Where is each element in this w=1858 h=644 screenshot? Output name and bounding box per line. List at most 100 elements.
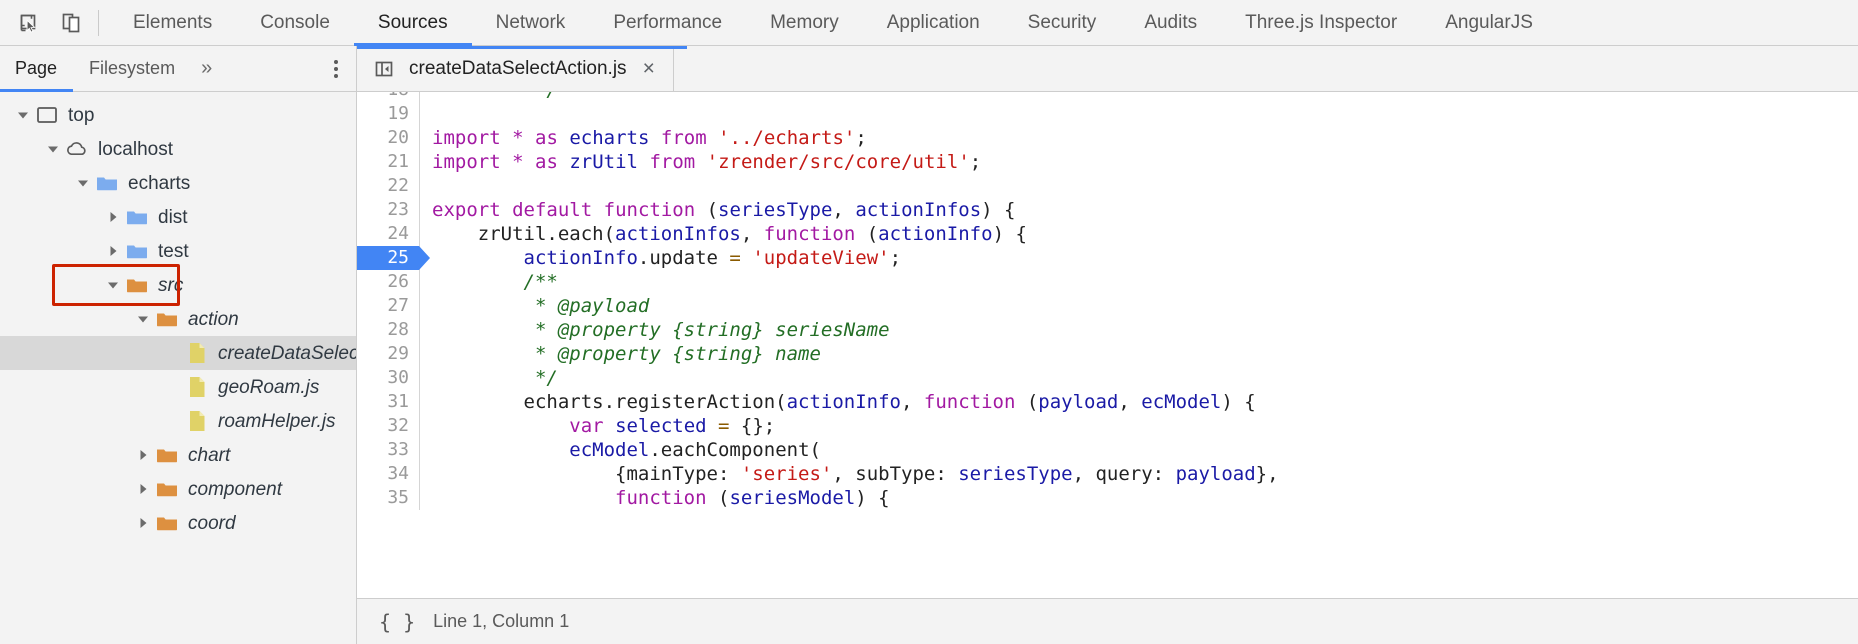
chevron-right-icon[interactable]: [132, 482, 154, 496]
tab-label: Sources: [377, 11, 448, 33]
line-number[interactable]: 28: [357, 318, 419, 342]
code-line: 30 */: [357, 366, 1858, 390]
tree-item-roamhelper-js[interactable]: roamHelper.js: [0, 404, 356, 438]
code-line: 28 * @property {string} seriesName: [357, 318, 1858, 342]
line-number[interactable]: 19: [357, 102, 419, 126]
tree-item-action[interactable]: action: [0, 302, 356, 336]
tree-item-label: echarts: [128, 172, 191, 194]
code-line: 22: [357, 174, 1858, 198]
code-line-text: import * as echarts from '../echarts';: [432, 127, 867, 149]
chevron-down-icon[interactable]: [12, 108, 34, 122]
chevron-right-icon[interactable]: [132, 516, 154, 530]
chevron-down-icon[interactable]: [42, 142, 64, 156]
tab-elements[interactable]: Elements: [109, 0, 236, 45]
tree-item-localhost[interactable]: localhost: [0, 132, 356, 166]
tree-item-coord[interactable]: coord: [0, 506, 356, 540]
code-line-text: {mainType: 'series', subType: seriesType…: [432, 463, 1279, 485]
code-line: 18 */: [357, 92, 1858, 102]
nav-overflow-chevron-icon[interactable]: »: [191, 46, 222, 91]
code-line: 34 {mainType: 'series', subType: seriesT…: [357, 462, 1858, 486]
folder-blue-icon: [94, 173, 120, 193]
tree-item-component[interactable]: component: [0, 472, 356, 506]
tab-performance[interactable]: Performance: [589, 0, 746, 45]
breakpoint-marker[interactable]: 25: [357, 246, 430, 270]
code-line-text: */: [432, 367, 558, 389]
line-number[interactable]: 24: [357, 222, 419, 246]
tree-item-label: roamHelper.js: [218, 410, 336, 432]
line-number[interactable]: 32: [357, 414, 419, 438]
code-line: 24 zrUtil.each(actionInfos, function (ac…: [357, 222, 1858, 246]
tab-audits[interactable]: Audits: [1120, 0, 1221, 45]
chevron-down-icon[interactable]: [102, 278, 124, 292]
line-number[interactable]: 34: [357, 462, 419, 486]
line-number[interactable]: 22: [357, 174, 419, 198]
code-line-text: echarts.registerAction(actionInfo, funct…: [432, 391, 1256, 413]
gutter-divider: [419, 126, 420, 150]
pretty-print-icon[interactable]: { }: [379, 609, 416, 634]
tree-item-test[interactable]: test: [0, 234, 356, 268]
inspect-element-icon[interactable]: [14, 8, 44, 38]
tree-item-echarts[interactable]: echarts: [0, 166, 356, 200]
tab-label: AngularJS: [1445, 11, 1533, 33]
line-number[interactable]: 27: [357, 294, 419, 318]
gutter-divider: [419, 294, 420, 318]
frame-icon: [34, 105, 60, 125]
tree-item-chart[interactable]: chart: [0, 438, 356, 472]
line-number[interactable]: 26: [357, 270, 419, 294]
folder-orange-icon: [154, 309, 180, 329]
tab-memory[interactable]: Memory: [746, 0, 863, 45]
toggle-navigator-icon[interactable]: [373, 58, 395, 80]
tab-security[interactable]: Security: [1004, 0, 1121, 45]
line-number[interactable]: 29: [357, 342, 419, 366]
close-icon[interactable]: ×: [642, 57, 655, 80]
code-line: 31 echarts.registerAction(actionInfo, fu…: [357, 390, 1858, 414]
tab-threejs-inspector[interactable]: Three.js Inspector: [1221, 0, 1421, 45]
chevron-down-icon[interactable]: [72, 176, 94, 190]
file-js-icon: [184, 375, 210, 399]
chevron-right-icon[interactable]: [102, 244, 124, 258]
line-number[interactable]: 18: [357, 92, 419, 102]
folder-orange-icon: [154, 479, 180, 499]
chevron-right-icon[interactable]: [132, 448, 154, 462]
panel-tabs: Elements Console Sources Network Perform…: [109, 0, 1858, 46]
tree-item-georoam-js[interactable]: geoRoam.js: [0, 370, 356, 404]
tree-item-label: src: [158, 274, 184, 296]
line-number[interactable]: 31: [357, 390, 419, 414]
line-number[interactable]: 30: [357, 366, 419, 390]
tree-item-dist[interactable]: dist: [0, 200, 356, 234]
code-line-text: [420, 174, 432, 198]
tree-item-src[interactable]: src: [0, 268, 356, 302]
tree-item-label: geoRoam.js: [218, 376, 320, 398]
more-options-icon[interactable]: [316, 46, 356, 91]
line-number[interactable]: 21: [357, 150, 419, 174]
panel-body: Page Filesystem » top localhost echarts dis…: [0, 46, 1858, 644]
toolbar-divider: [98, 9, 99, 36]
line-number[interactable]: 23: [357, 198, 419, 222]
tab-network[interactable]: Network: [472, 0, 590, 45]
tree-item-top[interactable]: top: [0, 98, 356, 132]
code-line: 19: [357, 102, 1858, 126]
line-number[interactable]: 20: [357, 126, 419, 150]
file-js-icon: [184, 341, 210, 365]
editor-tab-createdataselectaction[interactable]: createDataSelectAction.js ×: [357, 46, 674, 91]
chevron-down-icon[interactable]: [132, 312, 154, 326]
line-number[interactable]: 33: [357, 438, 419, 462]
tree-item-createdataselectaction-js[interactable]: createDataSelectAction.js: [0, 336, 356, 370]
nav-tab-page[interactable]: Page: [0, 46, 74, 92]
device-toolbar-icon[interactable]: [56, 8, 86, 38]
tab-angularjs[interactable]: AngularJS: [1421, 0, 1557, 45]
tab-application[interactable]: Application: [863, 0, 1004, 45]
tree-item-label: top: [68, 104, 95, 126]
tab-label: Audits: [1144, 11, 1198, 33]
tab-sources[interactable]: Sources: [353, 0, 472, 46]
line-number[interactable]: 35: [357, 486, 419, 510]
chevron-right-icon[interactable]: [102, 210, 124, 224]
gutter-divider: [419, 438, 420, 462]
code-line-text: actionInfo.update = 'updateView';: [523, 247, 902, 269]
tab-console[interactable]: Console: [236, 0, 354, 45]
nav-tab-filesystem[interactable]: Filesystem: [73, 46, 191, 91]
editor-pane: createDataSelectAction.js × 18 */1920imp…: [357, 46, 1858, 644]
